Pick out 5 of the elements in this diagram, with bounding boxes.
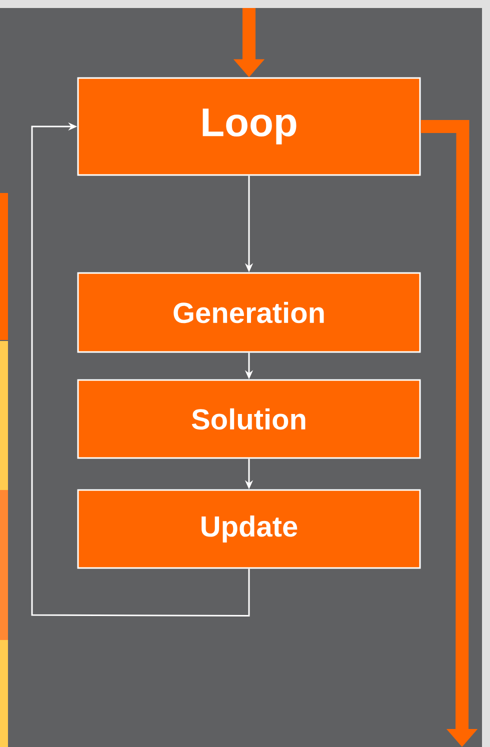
process-box: Generation [77, 272, 421, 353]
process-box: Loop [77, 77, 421, 176]
process-box: Update [77, 489, 421, 569]
process-box: Solution [77, 379, 421, 459]
arrow [31, 122, 250, 616]
